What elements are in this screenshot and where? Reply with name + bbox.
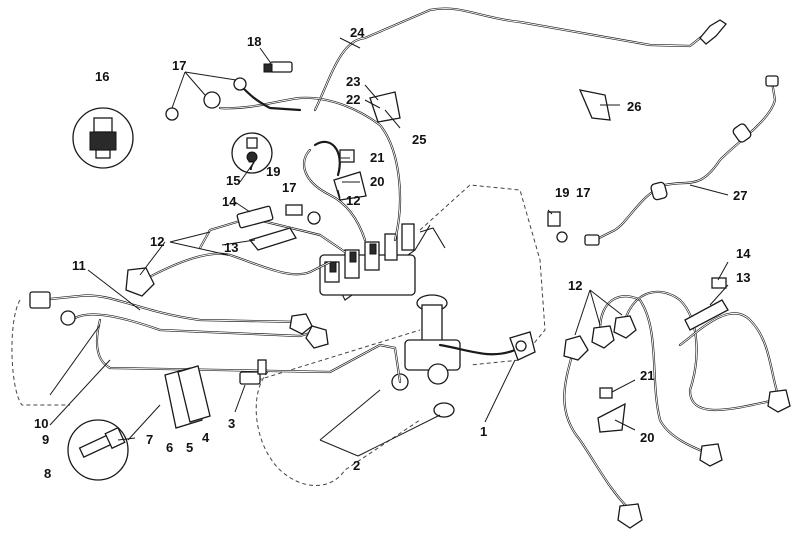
callout-24: 24	[350, 25, 365, 40]
callout-labels: 1 2 3 4 5 6 7 7 8 9 10 11 12 12 12 13 13…	[34, 25, 751, 481]
callout-10: 10	[34, 416, 48, 431]
callout-13: 13	[224, 240, 238, 255]
callout-23: 23	[346, 74, 360, 89]
callout-13: 13	[736, 270, 750, 285]
callout-20: 20	[640, 430, 654, 445]
callout-14: 14	[222, 194, 237, 209]
callout-12: 12	[346, 193, 360, 208]
pipes-12-right	[563, 290, 791, 529]
leader-lines	[49, 37, 729, 457]
callout-17: 17	[576, 185, 590, 200]
hardware-parts	[67, 61, 729, 481]
callout-19: 19	[266, 164, 280, 179]
injection-pump	[319, 223, 416, 296]
callout-18: 18	[247, 34, 261, 49]
pipe-1	[438, 331, 536, 361]
callout-20: 20	[370, 174, 384, 189]
pipe-27	[584, 75, 779, 246]
callout-7: 7	[146, 432, 153, 447]
callout-14: 14	[736, 246, 751, 261]
pipes-9-10-11	[29, 291, 402, 384]
callout-26: 26	[627, 99, 641, 114]
callout-19: 19	[555, 185, 569, 200]
callout-7: 7	[248, 158, 255, 173]
callout-17: 17	[282, 180, 296, 195]
callout-2: 2	[353, 458, 360, 473]
callout-9: 9	[42, 432, 49, 447]
callout-12: 12	[568, 278, 582, 293]
pipe-24	[313, 7, 727, 112]
callout-21: 21	[640, 368, 654, 383]
callout-16: 16	[95, 69, 109, 84]
callout-6: 6	[166, 440, 173, 455]
callout-17: 17	[172, 58, 186, 73]
callout-1: 1	[480, 424, 487, 439]
callout-15: 15	[226, 173, 240, 188]
callout-21: 21	[370, 150, 384, 165]
callout-8: 8	[44, 466, 51, 481]
callout-5: 5	[186, 440, 193, 455]
priming-pump	[391, 294, 461, 391]
callout-25: 25	[412, 132, 426, 147]
callout-12: 12	[150, 234, 164, 249]
callout-27: 27	[733, 188, 747, 203]
callout-11: 11	[72, 258, 86, 273]
callout-3: 3	[228, 416, 235, 431]
callout-4: 4	[202, 430, 210, 445]
callout-22: 22	[346, 92, 360, 107]
